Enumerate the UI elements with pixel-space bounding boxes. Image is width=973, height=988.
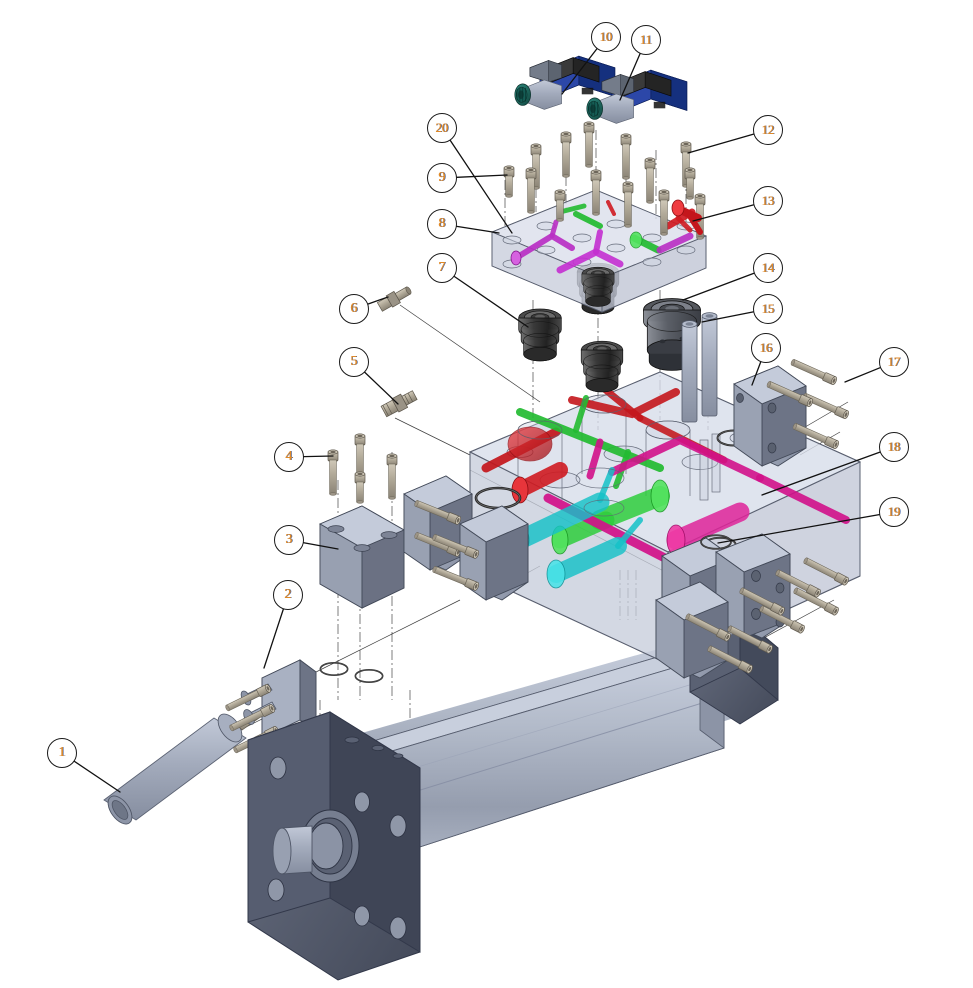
cylinder-assembly [247, 615, 779, 981]
balloon-callout-13[interactable]: 13 [753, 186, 783, 216]
balloon-number-2: 2 [284, 587, 292, 602]
balloon-number-6: 6 [350, 301, 358, 316]
balloon-number-16: 16 [759, 340, 773, 355]
part-3-end-cap-cube-block [318, 505, 406, 609]
balloon-number-12: 12 [761, 122, 775, 137]
balloon-callout-16[interactable]: 16 [751, 333, 781, 363]
leader-line-9 [456, 174, 508, 178]
part-15-dowel-pins [681, 312, 718, 423]
balloon-callout-4[interactable]: 4 [274, 442, 304, 472]
balloon-callout-18[interactable]: 18 [879, 432, 909, 462]
balloon-callout-7[interactable]: 7 [427, 253, 457, 283]
leader-line-4 [303, 455, 334, 458]
leader-line-5 [364, 371, 399, 405]
part-13-relief-valve [671, 199, 703, 235]
right-port-blocks [655, 533, 851, 679]
balloon-number-18: 18 [887, 439, 901, 454]
balloon-number-8: 8 [438, 216, 446, 231]
leader-line-12 [687, 133, 755, 154]
leader-line-6 [367, 296, 389, 305]
balloon-number-15: 15 [761, 301, 775, 316]
leader-line-14 [682, 272, 755, 301]
leader-line-19 [717, 513, 880, 544]
balloon-callout-15[interactable]: 15 [753, 294, 783, 324]
balloon-number-5: 5 [350, 354, 358, 369]
balloon-number-4: 4 [285, 449, 293, 464]
side-port-blocks-left [403, 475, 529, 601]
part-5-hydraulic-fitting [380, 390, 418, 418]
leader-line-3 [303, 542, 339, 550]
leader-line-15 [701, 311, 754, 323]
balloon-callout-3[interactable]: 3 [274, 525, 304, 555]
leader-line-1 [73, 760, 121, 793]
balloon-callout-19[interactable]: 19 [879, 497, 909, 527]
balloon-callout-11[interactable]: 11 [631, 25, 661, 55]
balloon-callout-9[interactable]: 9 [427, 163, 457, 193]
leader-line-10 [561, 48, 598, 95]
balloon-number-14: 14 [761, 260, 775, 275]
balloon-callout-2[interactable]: 2 [273, 580, 303, 610]
balloon-number-1: 1 [58, 745, 66, 760]
leader-line-20 [449, 139, 513, 234]
part-6-test-point-coupling [376, 286, 412, 312]
balloon-callout-12[interactable]: 12 [753, 115, 783, 145]
balloon-callout-8[interactable]: 8 [427, 209, 457, 239]
balloon-number-13: 13 [761, 193, 775, 208]
leader-line-2 [263, 608, 284, 669]
balloon-number-3: 3 [285, 532, 293, 547]
leader-line-17 [844, 367, 881, 383]
balloon-number-9: 9 [438, 170, 446, 185]
balloon-number-17: 17 [887, 354, 901, 369]
leader-line-13 [692, 204, 755, 222]
balloon-number-10: 10 [599, 29, 613, 44]
balloon-callout-1[interactable]: 1 [47, 738, 77, 768]
balloon-leader-lines [73, 48, 881, 793]
flow-channels [481, 378, 850, 589]
part-1-cylinder-rod-tube [103, 713, 247, 825]
balloon-callout-6[interactable]: 6 [339, 294, 369, 324]
balloon-number-7: 7 [438, 260, 446, 275]
leader-line-8 [456, 225, 500, 234]
balloon-number-20: 20 [435, 120, 449, 135]
balloon-callout-14[interactable]: 14 [753, 253, 783, 283]
leader-line-16 [751, 361, 762, 386]
leader-line-11 [619, 53, 641, 101]
leader-line-18 [761, 451, 881, 496]
leader-line-7 [453, 275, 529, 328]
balloon-number-11: 11 [640, 32, 652, 47]
balloon-callout-5[interactable]: 5 [339, 347, 369, 377]
balloon-number-19: 19 [887, 504, 901, 519]
balloon-callout-20[interactable]: 20 [427, 113, 457, 143]
balloon-callout-10[interactable]: 10 [591, 22, 621, 52]
balloon-callout-17[interactable]: 17 [879, 347, 909, 377]
part-2-rod-end-cap-block [223, 659, 317, 756]
